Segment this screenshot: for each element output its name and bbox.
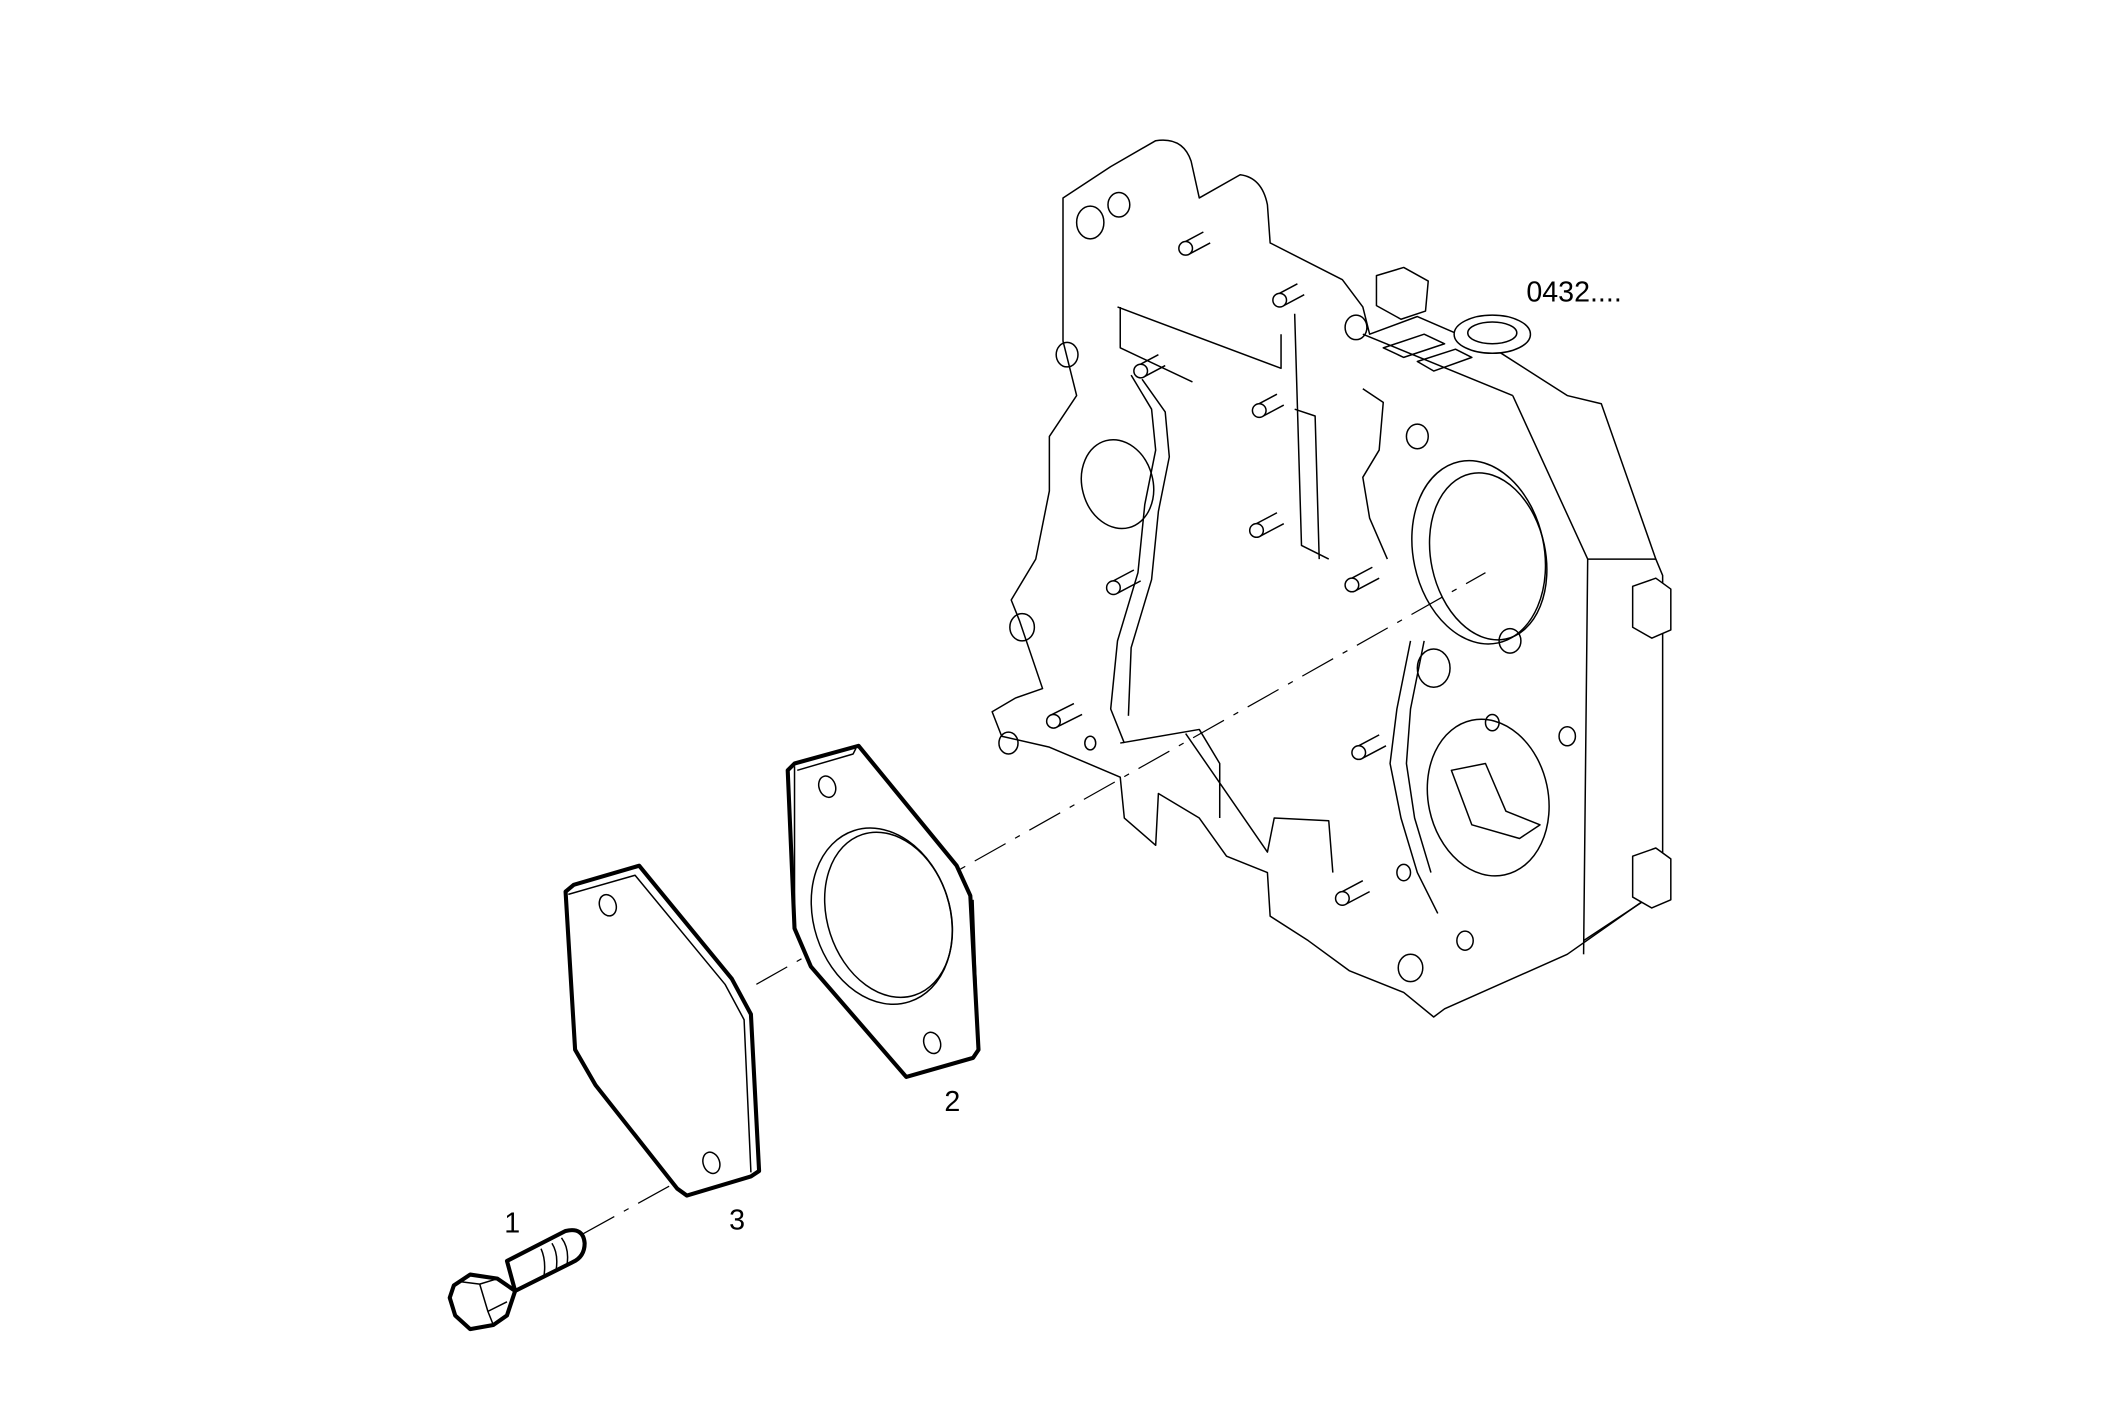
callout-label-3: 3 [729,1205,745,1237]
bolt-head [447,1272,518,1332]
bore-left [1080,438,1155,530]
callout-label-1: 1 [504,1207,520,1239]
main-bore-upper-inner [1428,472,1548,641]
main-bore-lower [1426,718,1550,877]
dowel-pins [1045,231,1387,906]
cover-plate-hole-top [598,893,618,917]
reference-number-label: 0432.... [1526,277,1621,309]
top-lug [1375,266,1429,320]
side-lug-upper [1631,577,1672,639]
cover-plate-edge [568,874,752,1173]
gasket-edge [793,748,980,1050]
top-slots [1382,333,1473,372]
bolt-head-facets [457,1277,508,1326]
gasket-bore-inner [823,831,954,999]
hex-bolt [447,1228,587,1332]
cover-plate-hole-bottom [702,1151,721,1175]
housing-side-face-edge [1362,333,1657,955]
side-lug-lower [1631,847,1672,909]
boss-ring-top-outer [1453,314,1532,355]
assembly-axis-line-bolt [582,1162,712,1235]
cover-plate [563,863,762,1198]
gasket-hole-top [817,775,837,799]
bolt-thread-lines [540,1237,569,1278]
oil-channel-right [1362,388,1439,914]
cover-plate-outline [563,863,762,1198]
boss-ring-top-inner [1467,321,1518,345]
gasket [785,743,981,1080]
gasket-hole-bottom [922,1031,942,1055]
housing-outline [991,139,1664,1018]
gasket-outline [785,743,981,1080]
bottom-rail [1120,728,1334,873]
callout-label-2: 2 [944,1086,960,1118]
gear-housing [991,139,1672,1018]
housing-inner-frame [1117,306,1330,560]
oil-channel-left [1109,374,1171,744]
bolt-holes [998,191,1577,983]
bore-lower-key [1450,762,1541,840]
